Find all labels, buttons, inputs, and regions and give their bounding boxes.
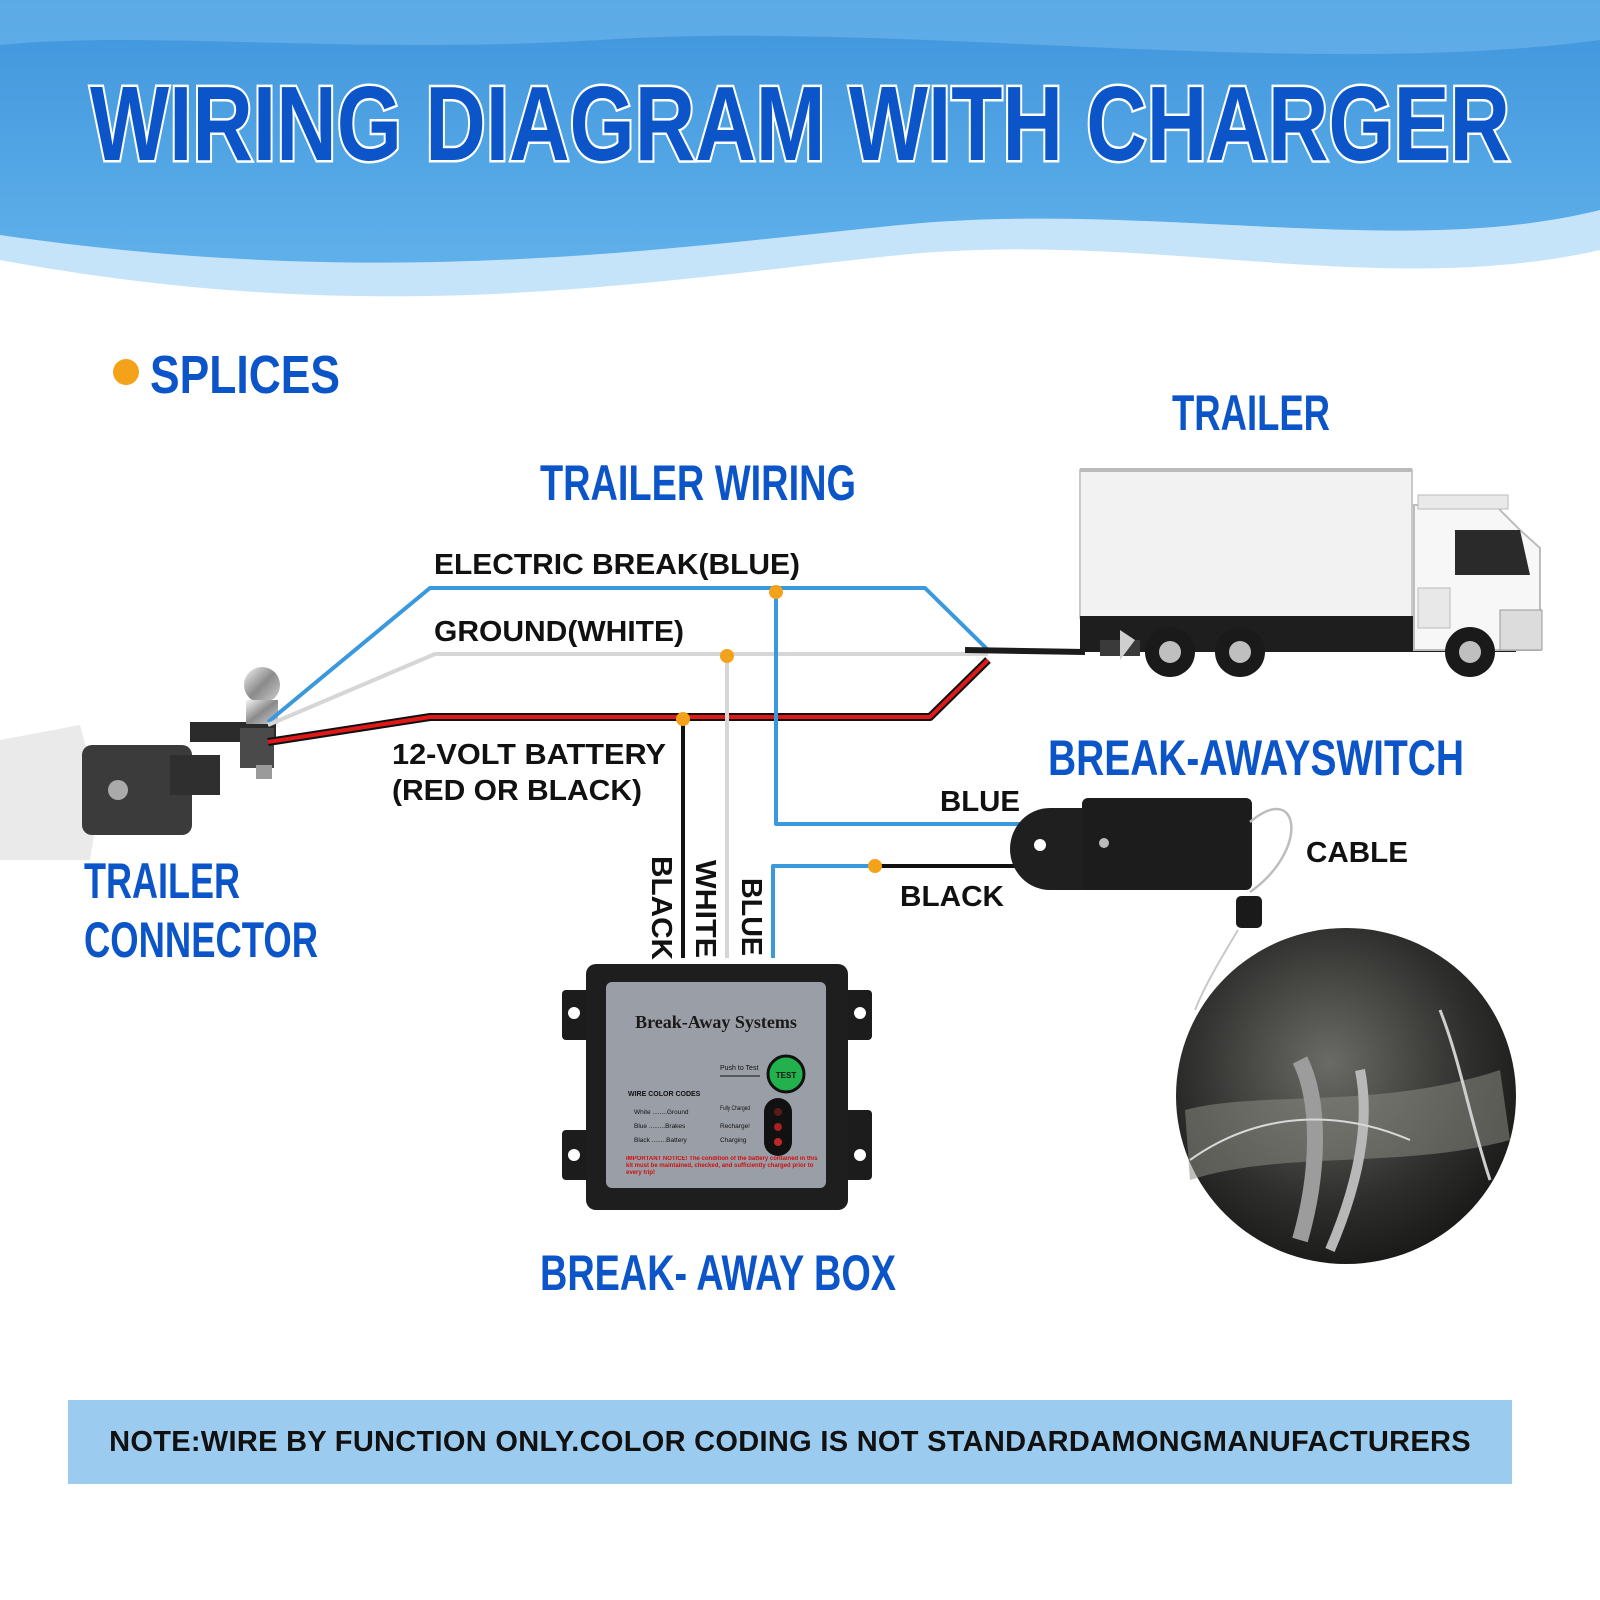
splice-blue <box>769 585 783 599</box>
box-status-full: Fully Charged <box>720 1106 750 1112</box>
wire-label-box-blue: BLUE <box>735 878 767 956</box>
breakaway-switch-illustration <box>1010 798 1293 1011</box>
trailer-truck-illustration <box>1079 468 1543 677</box>
wire-blue-main <box>266 586 990 724</box>
box-led-panel <box>764 1098 792 1156</box>
splice-switch-black <box>868 859 882 873</box>
wire-label-electric-brake: ELECTRIC BREAK(BLUE) <box>434 549 800 581</box>
trailer-connector-illustration <box>0 667 280 860</box>
splice-red <box>676 712 690 726</box>
splice-legend-dot <box>113 359 139 385</box>
box-code-blue: Blue .........Brakes <box>634 1123 686 1130</box>
wire-blue-to-switch <box>774 592 1085 826</box>
cable-hookup-photo <box>1176 928 1516 1264</box>
tow-cable <box>964 647 1086 655</box>
box-code-white: White ........Ground <box>634 1109 689 1116</box>
page-title: WIRING DIAGRAM WITH CHARGER <box>90 65 1510 183</box>
trailer-connector-label-line2: CONNECTOR <box>84 912 318 968</box>
wire-label-box-black: BLACK <box>645 856 677 960</box>
box-notice-container: IMPORTANT NOTICE! The condition of the b… <box>626 1156 818 1176</box>
wire-label-switch-blue: BLUE <box>940 786 1020 818</box>
trailer-connector-label-line1: TRAILER <box>84 853 240 909</box>
splice-white <box>720 649 734 663</box>
box-test-button-label: TEST <box>776 1071 797 1080</box>
box-status-charging: Charging <box>720 1137 747 1144</box>
box-color-codes-title: WIRE COLOR CODES <box>628 1091 701 1098</box>
wire-blue-box-to-switch <box>771 864 875 958</box>
box-test-button[interactable] <box>766 1054 806 1094</box>
header-background <box>0 0 1600 297</box>
trailer-wiring-label: TRAILER WIRING <box>540 455 856 511</box>
wire-label-ground: GROUND(WHITE) <box>434 616 684 648</box>
wire-label-switch-black: BLACK <box>900 881 1004 913</box>
note-bar-background <box>68 1400 1512 1484</box>
wire-white-main <box>267 652 988 727</box>
breakaway-switch-label: BREAK-AWAYSWITCH <box>1048 730 1464 786</box>
wire-label-battery-line2: (RED OR BLACK) <box>392 775 642 807</box>
wire-label-battery-line1: 12-VOLT BATTERY <box>392 739 666 771</box>
box-code-black: Black ........Battery <box>634 1137 687 1144</box>
box-brand: Break-Away Systems <box>635 1012 797 1032</box>
splice-legend-label: SPLICES <box>150 345 340 405</box>
note-bar: NOTE:WIRE BY FUNCTION ONLY.COLOR CODING … <box>68 1400 1512 1484</box>
splice-points <box>676 585 882 873</box>
wire-label-cable: CABLE <box>1306 837 1408 869</box>
box-notice: IMPORTANT NOTICE! The condition of the b… <box>626 1156 818 1176</box>
wire-label-box-white: WHITE <box>689 860 721 958</box>
note-text: NOTE:WIRE BY FUNCTION ONLY.COLOR CODING … <box>109 1425 1471 1458</box>
breakaway-box-label: BREAK- AWAY BOX <box>540 1245 896 1301</box>
wire-red-main <box>267 657 991 746</box>
box-push-to-test: Push to Test <box>720 1065 758 1072</box>
trailer-label: TRAILER <box>1172 385 1330 441</box>
box-status-recharge: Recharge! <box>720 1123 750 1130</box>
